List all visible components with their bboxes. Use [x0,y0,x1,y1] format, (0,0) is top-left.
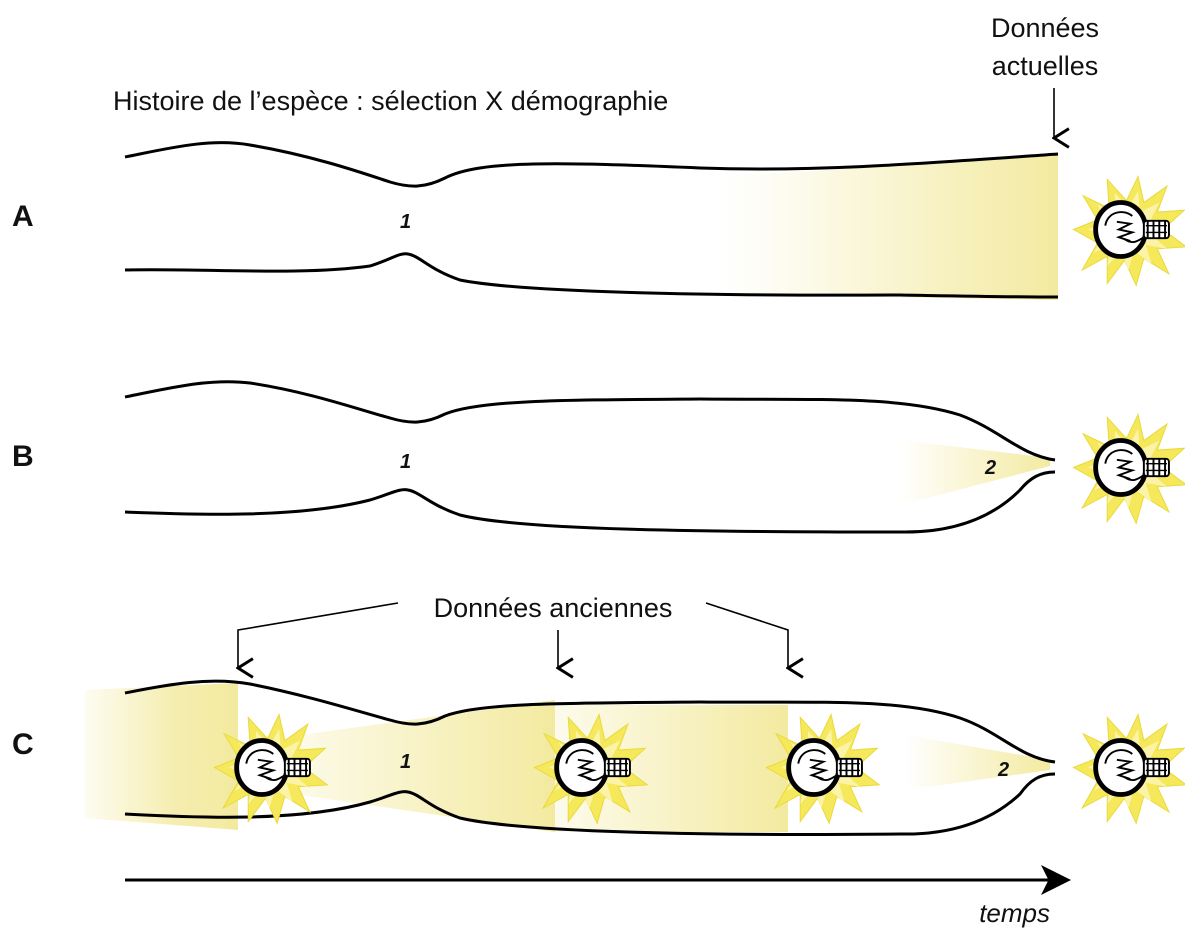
current-data-label-line1: Données [991,13,1099,43]
ancient-data-label: Données anciennes [434,593,673,623]
time-axis-label: temps [979,898,1050,928]
row-a-event-1: 1 [400,211,411,233]
row-b: B 1 2 [12,382,1185,532]
row-c-event-1: 1 [400,751,411,773]
row-c-label: C [12,728,34,761]
lightbulb-icon [1073,714,1185,823]
row-a-label: A [12,200,34,233]
ancient-data-arrow-3 [706,603,788,668]
ancient-data-arrow-1 [238,603,398,668]
row-c: C 1 2 [12,681,1185,834]
row-c-event-2: 2 [997,759,1009,781]
row-b-label: B [12,440,34,473]
row-b-event-1: 1 [400,451,411,473]
row-c-glow-cone [905,735,1050,790]
row-c-glow-middle [300,700,555,832]
row-a-glow [720,154,1058,300]
row-a: A 1 [12,143,1185,300]
current-data-label-line2: actuelles [992,51,1099,81]
row-c-glow-oldest [85,683,238,830]
row-b-event-2: 2 [984,457,996,479]
lightbulb-icon [1073,414,1185,523]
lightbulb-icon [1073,176,1185,285]
diagram-title: Histoire de l’espèce : sélection X démog… [113,86,668,116]
